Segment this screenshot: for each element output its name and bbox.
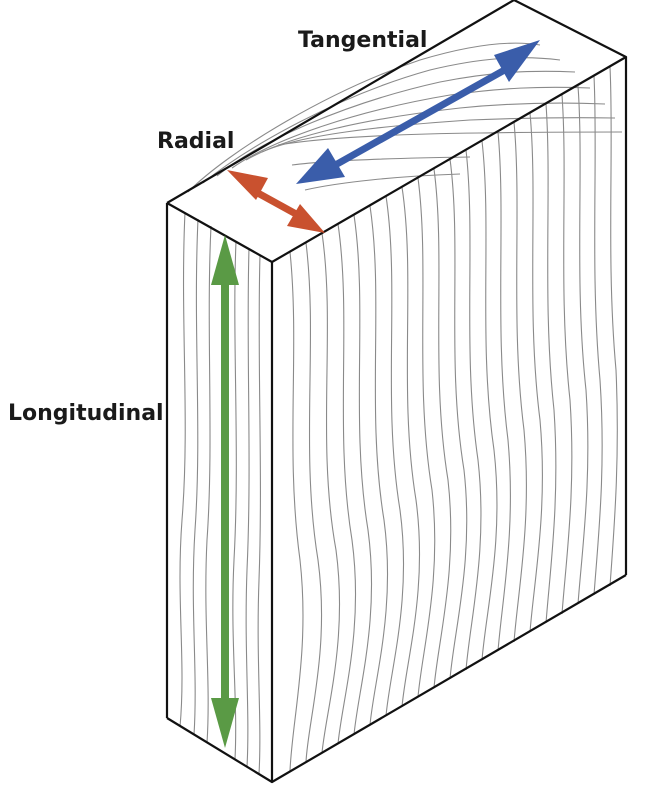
tangential-arrow — [296, 40, 540, 184]
bottom-outline — [166, 574, 627, 784]
tangential-label: Tangential — [298, 28, 427, 53]
end-face-grain — [179, 211, 261, 775]
tangential-arrowhead-end — [494, 40, 540, 82]
longitudinal-label: Longitudinal — [8, 401, 164, 426]
longitudinal-arrowhead-top — [211, 235, 239, 285]
longitudinal-arrow — [211, 235, 239, 748]
radial-arrowhead-start — [227, 170, 268, 200]
front-face — [272, 57, 626, 782]
front-face-grain — [289, 66, 618, 772]
radial-arrow — [227, 170, 325, 233]
top-face-grain — [187, 42, 623, 193]
end-face — [167, 203, 272, 782]
block-edges — [165, 0, 628, 784]
longitudinal-arrowhead-bottom — [211, 698, 239, 748]
radial-label: Radial — [157, 129, 234, 154]
tangential-arrowhead-start — [296, 148, 345, 184]
radial-arrowhead-end — [287, 204, 325, 233]
